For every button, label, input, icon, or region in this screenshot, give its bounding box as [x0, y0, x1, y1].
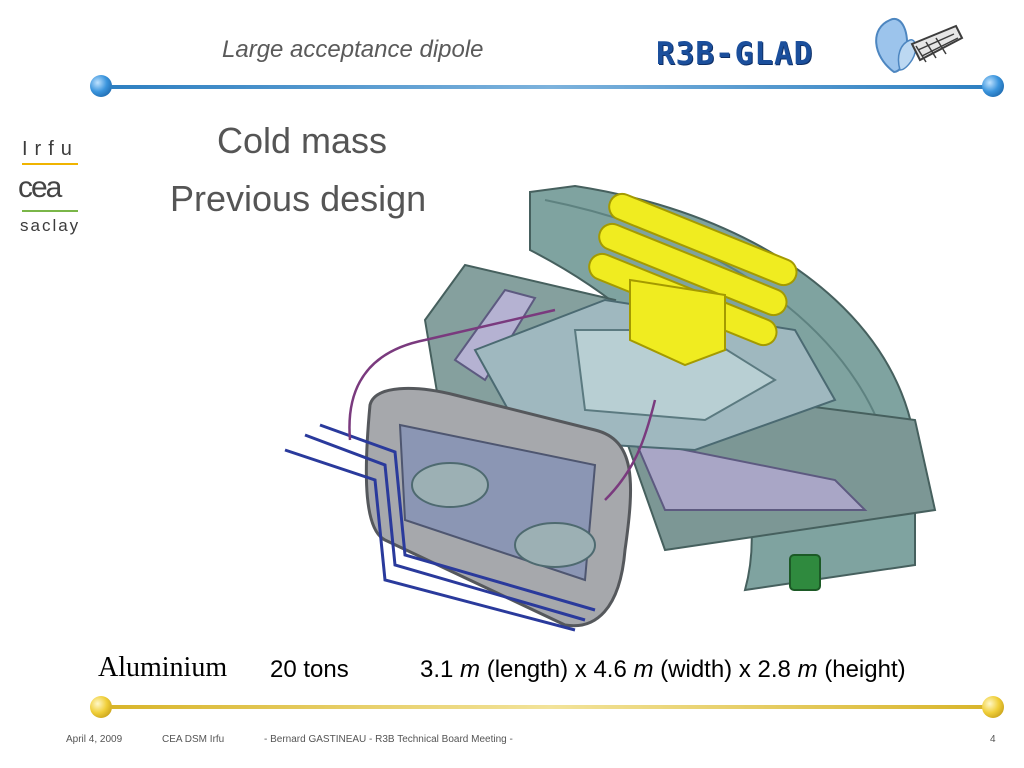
footer-rule: [110, 705, 990, 709]
slide-title-line2: Previous design: [170, 178, 427, 219]
footer-org: CEA DSM Irfu: [162, 734, 225, 745]
length-value: 3.1: [420, 656, 454, 683]
material-label: Aluminium: [98, 652, 228, 683]
length-unit: m: [460, 656, 481, 683]
height-unit: m: [797, 656, 818, 683]
dimensions-label: 3.1 m (length) x 4.6 m (width) x 2.8 m (…: [420, 656, 906, 684]
header-rule: [110, 85, 990, 89]
slide-header-title: Large acceptance dipole: [222, 36, 484, 63]
cea-logo: cea: [18, 171, 62, 204]
mass-label: 20 tons: [270, 656, 349, 683]
width-unit: m: [633, 656, 654, 683]
header-rule-right-bead: [982, 75, 1004, 97]
cea-logo-underline: [22, 210, 78, 212]
width-value: 4.6: [593, 656, 627, 683]
footer-meeting: - Bernard GASTINEAU - R3B Technical Boar…: [264, 734, 513, 745]
length-label: (length) x: [486, 656, 587, 683]
footer-rule-left-bead: [90, 696, 112, 718]
cold-mass-cad-render: [284, 184, 937, 632]
footer-date: April 4, 2009: [66, 734, 123, 745]
saclay-logo: saclay: [20, 216, 81, 235]
slide-title-line1: Cold mass: [217, 120, 388, 161]
butterfly-icon: [875, 17, 964, 74]
height-value: 2.8: [757, 656, 791, 683]
height-label: (height): [824, 656, 906, 683]
page-number: 4: [990, 734, 996, 745]
footer-rule-right-bead: [982, 696, 1004, 718]
irfu-logo: Irfu: [22, 138, 79, 160]
r3b-glad-logo-text: R3B-GLAD: [656, 36, 814, 72]
header-rule-left-bead: [90, 75, 112, 97]
width-label: (width) x: [660, 656, 751, 683]
irfu-logo-underline: [22, 163, 78, 165]
